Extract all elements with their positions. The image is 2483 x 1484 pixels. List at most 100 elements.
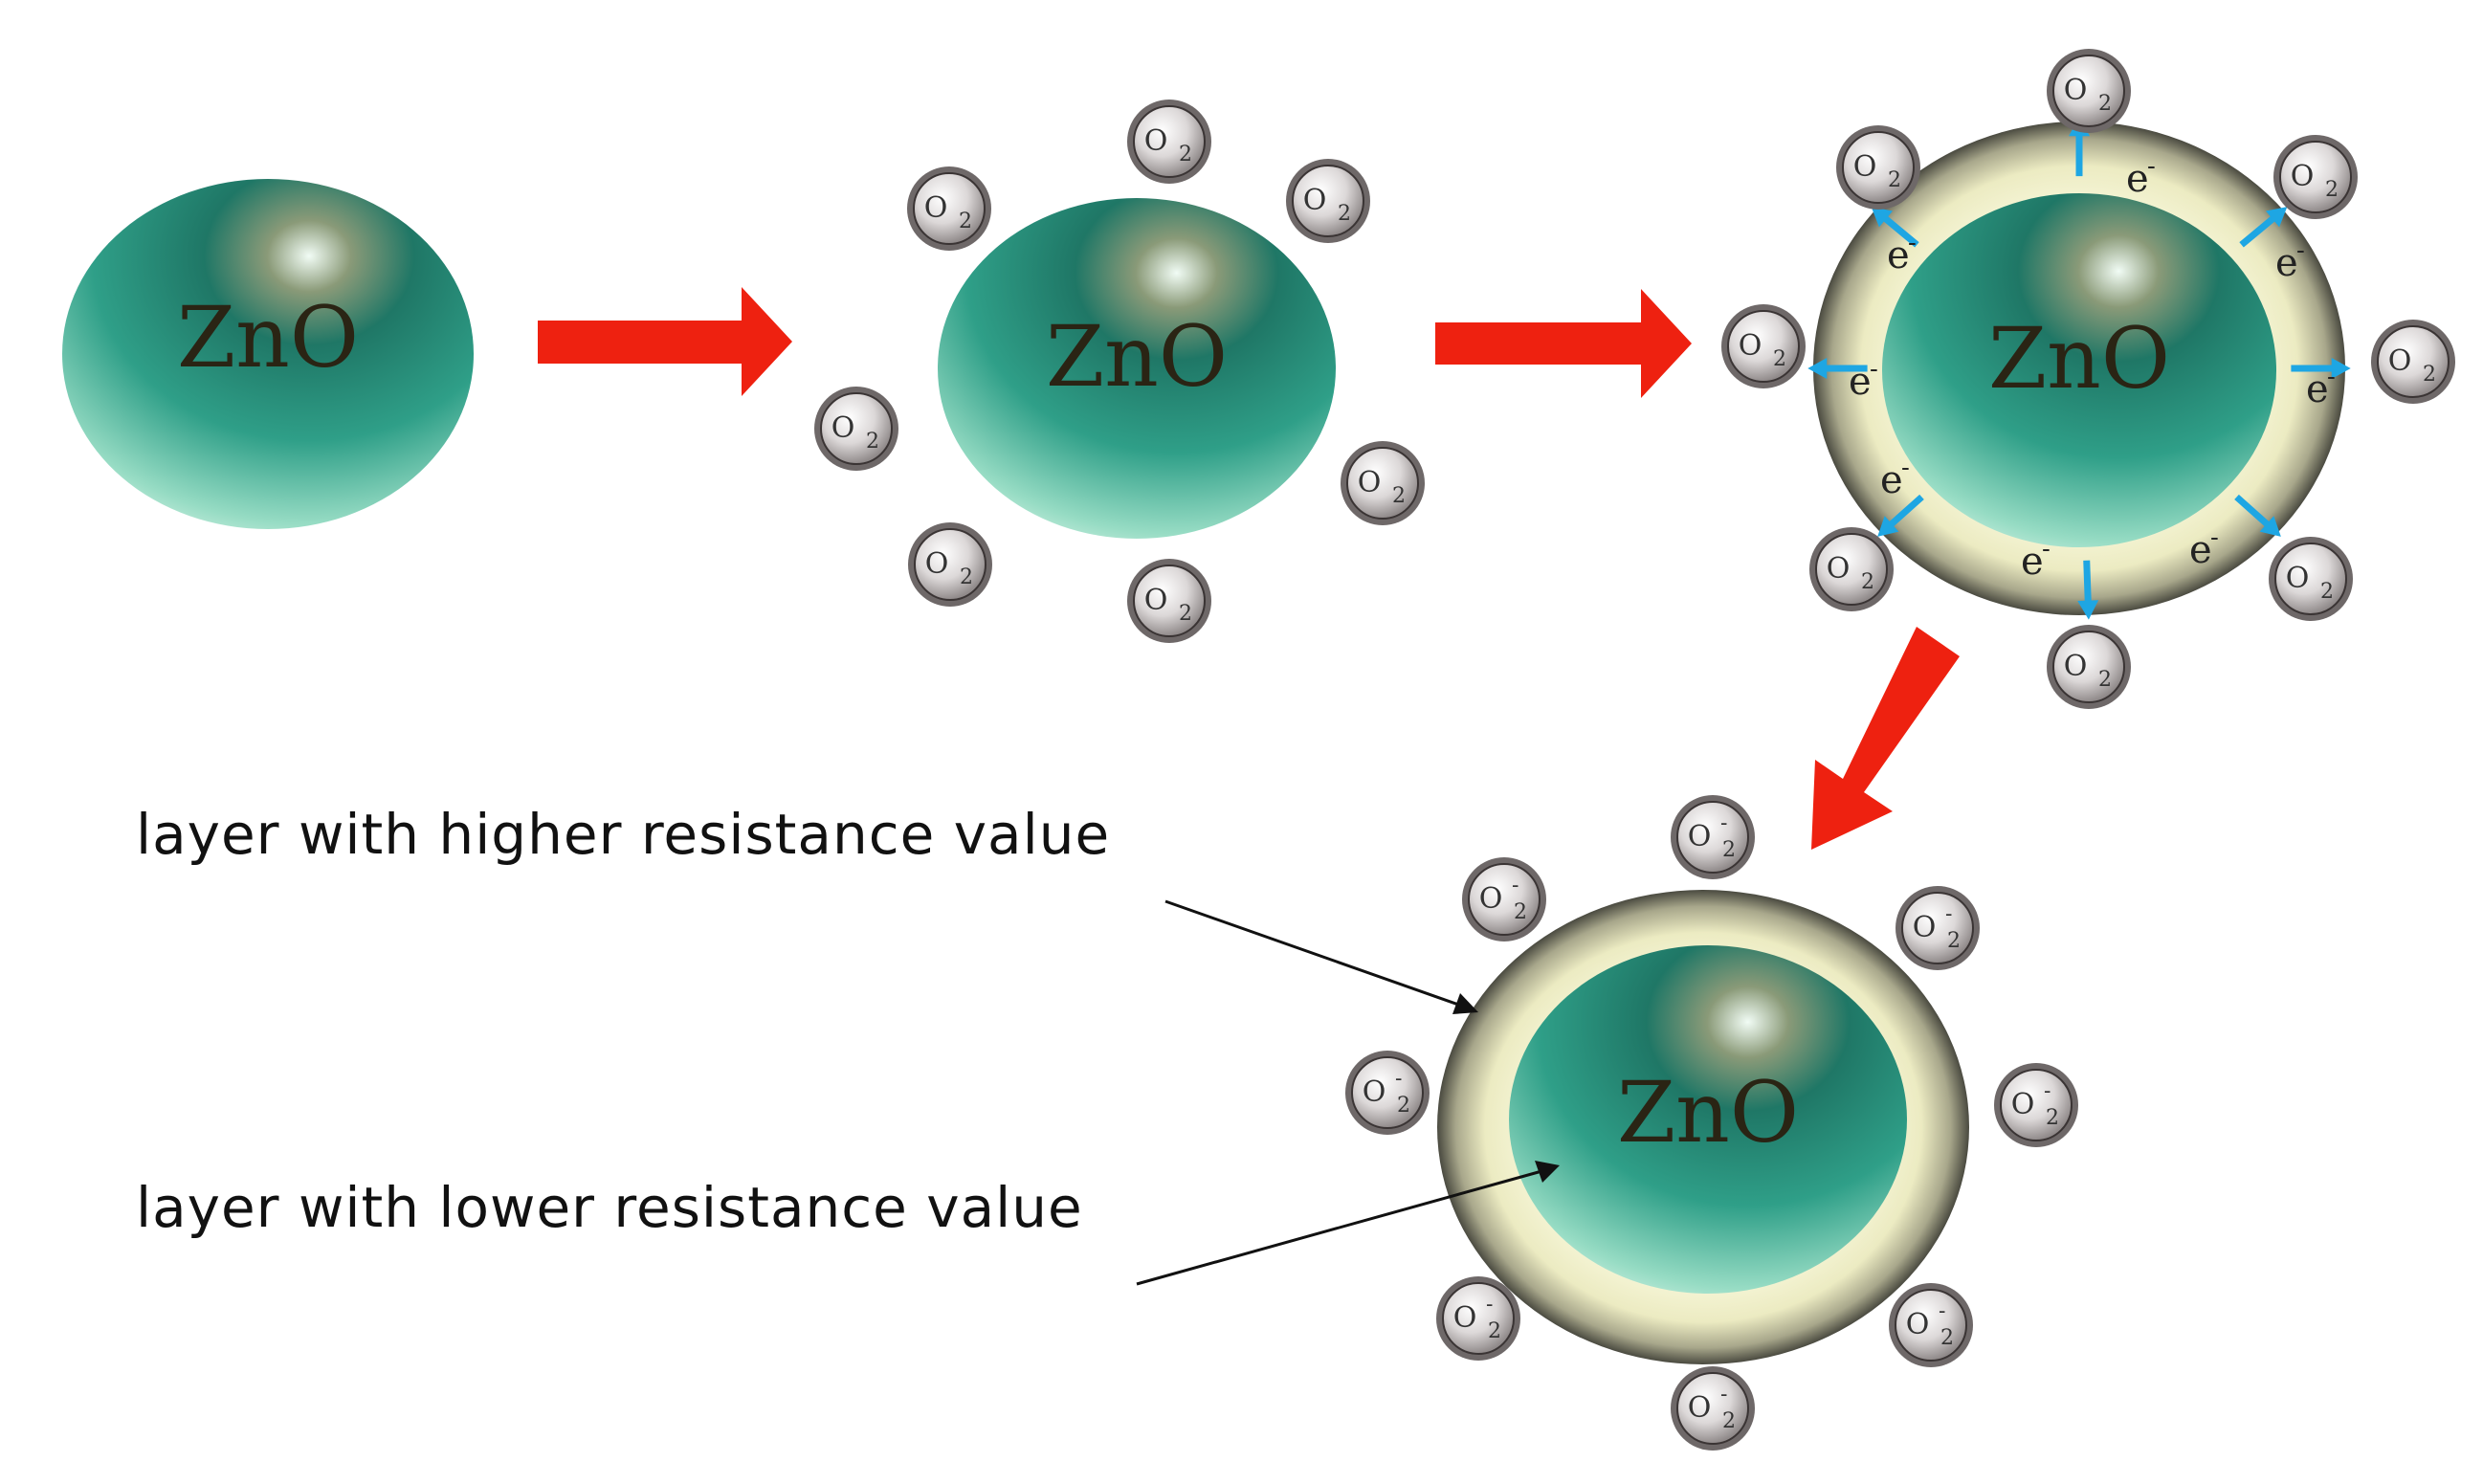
oxygen-subscript: 2 [1179,143,1192,166]
electron-symbol: e [1849,360,1872,404]
electron-arrow [2239,207,2288,248]
oxygen-symbol: O [1739,329,1762,363]
oxygen-charge: - [1945,902,1952,926]
electron-label: e- [2306,363,2336,411]
electron-symbol: e [1887,233,1910,277]
electron-charge: - [2042,535,2051,564]
oxygen-subscript: 2 [2320,580,2334,604]
oxygen-symbol: O [925,547,949,581]
oxygen-subscript: 2 [1488,1319,1501,1343]
electron-charge: - [1870,355,1878,384]
oxygen-symbol: O [2064,74,2088,107]
caption-lower-resistance: layer with lower resistance value [136,1175,1083,1240]
zno-particle [62,179,474,529]
electron-arrow [2234,494,2281,537]
oxygen-charge: - [2044,1079,2051,1103]
electron-label: e- [2126,152,2156,201]
oxygen-subscript: 2 [2098,92,2112,116]
electron-symbol: e [2275,241,2298,285]
oxygen-subscript: 2 [1722,838,1736,862]
electron-arrow [2077,560,2099,620]
oxygen-symbol: O [2011,1088,2035,1121]
electron-label: e- [1880,454,1910,502]
zno-label: ZnO [177,288,359,387]
oxygen-subscript: 2 [1773,347,1786,371]
oxygen-charge: - [1720,811,1727,835]
oxygen-subscript: 2 [1722,1409,1736,1433]
oxygen-subscript: 2 [1392,484,1406,508]
oxygen-symbol: O [924,191,948,225]
zno-particle [1509,945,1907,1294]
electron-label: e- [2189,523,2219,572]
zno-particle [1882,193,2276,547]
electron-label: e- [2275,236,2305,285]
zno-label: ZnO [1988,309,2170,408]
electron-arrow [2291,358,2351,379]
electron-label: e- [1887,229,1917,277]
zno-label: ZnO [1046,307,1228,406]
flow-arrow-2 [1435,289,1692,398]
oxygen-symbol: O [1453,1301,1477,1335]
oxygen-symbol: O [1688,820,1712,853]
oxygen-subscript: 2 [959,210,972,233]
electron-symbol: e [2306,367,2329,411]
oxygen-charge: - [1720,1383,1727,1406]
electron-symbol: e [2189,528,2212,572]
electron-charge: - [1908,229,1917,257]
oxygen-subscript: 2 [2046,1106,2059,1130]
oxygen-symbol: O [1479,882,1503,916]
oxygen-symbol: O [1853,150,1877,184]
oxygen-symbol: O [1688,1391,1712,1425]
oxygen-symbol: O [2286,562,2310,595]
oxygen-symbol: O [1144,124,1168,158]
electron-arrow [1807,358,1868,379]
oxygen-symbol: O [1827,552,1851,586]
electron-symbol: e [2021,540,2044,584]
oxygen-charge: - [1512,874,1519,897]
electron-label: e- [1849,355,1878,404]
oxygen-symbol: O [1913,911,1937,944]
oxygen-symbol: O [1144,584,1168,617]
oxygen-subscript: 2 [960,565,973,589]
flow-arrow-1 [538,287,792,396]
oxygen-subscript: 2 [1947,929,1961,953]
pointer-higher [1164,899,1478,1014]
electron-charge: - [2147,152,2156,181]
electron-symbol: e [1880,458,1903,502]
electron-charge: - [2210,523,2219,552]
oxygen-subscript: 2 [1514,900,1527,924]
electron-charge: - [1901,454,1910,482]
oxygen-subscript: 2 [1888,168,1901,192]
oxygen-charge: - [1395,1067,1402,1091]
oxygen-symbol: O [2388,344,2412,378]
electron-charge: - [2327,363,2336,391]
oxygen-subscript: 2 [1940,1326,1954,1350]
electron-arrow [1871,207,1919,248]
oxygen-subscript: 2 [866,430,879,454]
pointer-lower [1136,1161,1560,1286]
oxygen-charge: - [1486,1293,1493,1317]
electron-symbol: e [2126,157,2149,201]
electron-charge: - [2296,236,2305,265]
